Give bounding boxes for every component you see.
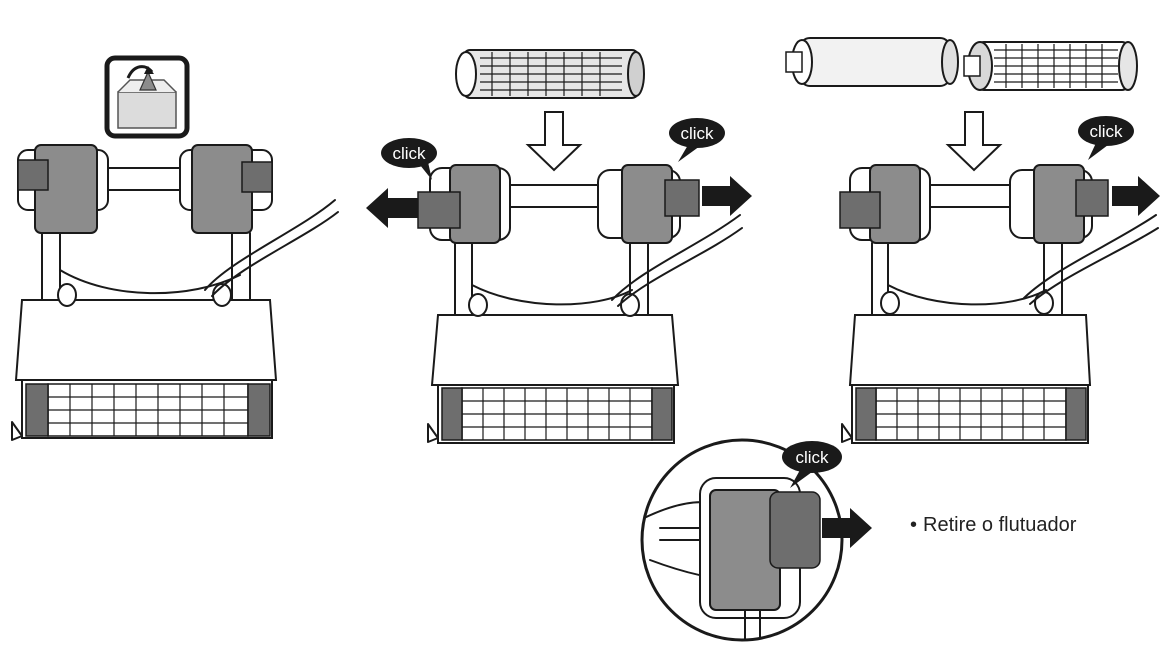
robot-3-front-brush	[875, 387, 1067, 441]
open-box-icon	[104, 55, 190, 139]
click-callout-right-2: click	[669, 118, 725, 162]
robot-1-front-brush	[47, 383, 249, 437]
click-label-right-3: click	[1089, 122, 1123, 141]
right-arrow-3	[1112, 176, 1160, 216]
robot-panel-3: click	[785, 37, 1160, 444]
click-label-zoom: click	[795, 448, 829, 467]
down-arrow-3	[945, 111, 1003, 172]
instruction-bullet: •	[910, 514, 918, 536]
click-callout-right-3: click	[1078, 116, 1134, 160]
robot-panel-1	[11, 55, 339, 441]
robot-1-top	[17, 144, 273, 234]
click-callout-left: click	[381, 138, 437, 180]
instruction-text: Retire o flutuador	[923, 514, 1077, 536]
right-arrow-2	[702, 176, 752, 216]
instruction-caption: •Retire o flutuador	[910, 514, 1076, 537]
click-label-left: click	[392, 144, 426, 163]
zoom-detail: click	[640, 438, 872, 642]
robot-panel-2: click click	[366, 49, 752, 444]
robot-1-frame	[11, 199, 339, 441]
robot-3-frame	[841, 214, 1159, 444]
robot-3-top	[839, 164, 1109, 244]
float-roller	[785, 37, 959, 87]
left-arrow-2	[366, 188, 418, 228]
brush-roller-with-bristles	[963, 41, 1138, 91]
robot-2-frame	[427, 214, 743, 444]
click-label-right-2: click	[680, 124, 714, 143]
right-arrow-zoom	[822, 508, 872, 548]
click-callout-zoom: click	[782, 441, 842, 488]
brush-roller	[455, 49, 645, 99]
robot-2-top	[417, 164, 700, 244]
robot-2-front-brush	[461, 387, 653, 441]
down-arrow-2	[525, 111, 583, 172]
